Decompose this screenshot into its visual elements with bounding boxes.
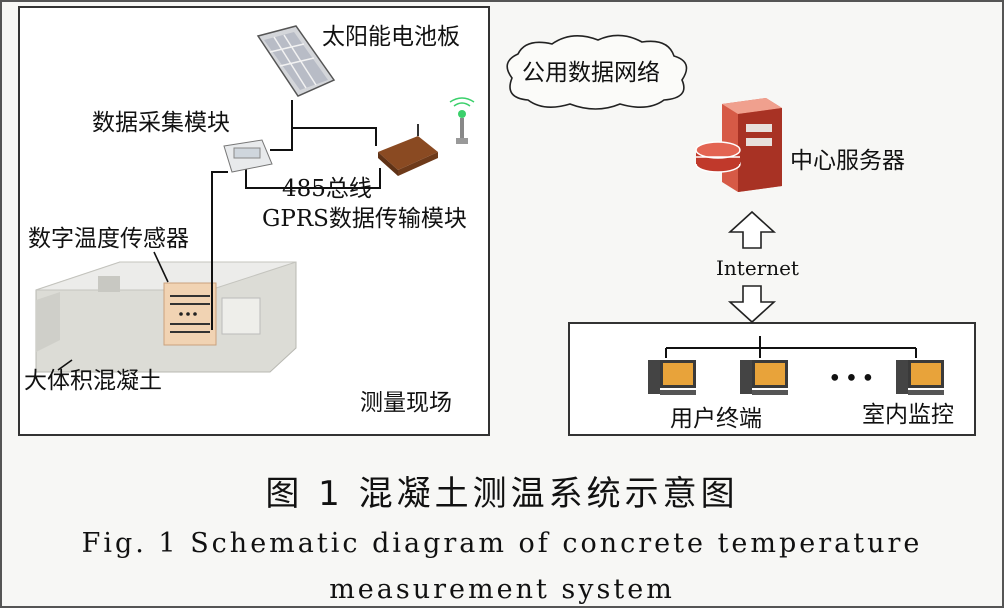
user-terminal-label: 用户终端 xyxy=(670,406,762,432)
cloud-icon xyxy=(506,34,688,110)
gprs-module-label: GPRS数据传输模块 xyxy=(262,206,467,232)
up-arrow-icon xyxy=(727,210,777,249)
solar-wire xyxy=(270,100,293,151)
computer-icon xyxy=(896,360,944,395)
internet-label: Internet xyxy=(716,256,799,280)
figure-caption-english-line1: Fig. 1 Schematic diagram of concrete tem… xyxy=(81,528,923,559)
sensor-pointer xyxy=(153,251,169,283)
bus-485-label: 485总线 xyxy=(282,176,372,202)
bus-485-line xyxy=(245,168,381,189)
figure-caption-chinese: 图 1 混凝土测温系统示意图 xyxy=(265,474,739,514)
server-icon xyxy=(695,98,782,192)
down-arrow-icon xyxy=(727,285,777,324)
measurement-site-label: 测量现场 xyxy=(360,390,452,416)
solar-panel-graphic xyxy=(256,25,336,97)
temperature-sensor-label: 数字温度传感器 xyxy=(28,226,189,252)
gprs-module-graphic xyxy=(378,124,438,176)
indoor-monitoring-label: 室内监控 xyxy=(862,402,954,428)
computer-icon xyxy=(740,360,788,395)
concrete-label: 大体积混凝土 xyxy=(24,368,162,394)
temperature-sensor-graphic xyxy=(163,282,217,346)
figure-caption-english-line2: measurement system xyxy=(329,574,675,605)
antenna-icon xyxy=(449,97,475,144)
client-connection-lines xyxy=(665,336,917,358)
data-acquisition-label: 数据采集模块 xyxy=(92,110,230,136)
data-acquisition-module-graphic xyxy=(223,139,273,173)
solar-panel-label: 太阳能电池板 xyxy=(322,24,460,50)
concrete-pointer xyxy=(57,359,73,371)
central-server-label: 中心服务器 xyxy=(790,148,905,174)
computer-icon xyxy=(648,360,696,395)
gprs-power-wire xyxy=(292,127,377,146)
public-network-label: 公用数据网络 xyxy=(522,60,660,86)
sensor-wire xyxy=(211,171,228,330)
ellipsis: ••• xyxy=(828,366,878,392)
